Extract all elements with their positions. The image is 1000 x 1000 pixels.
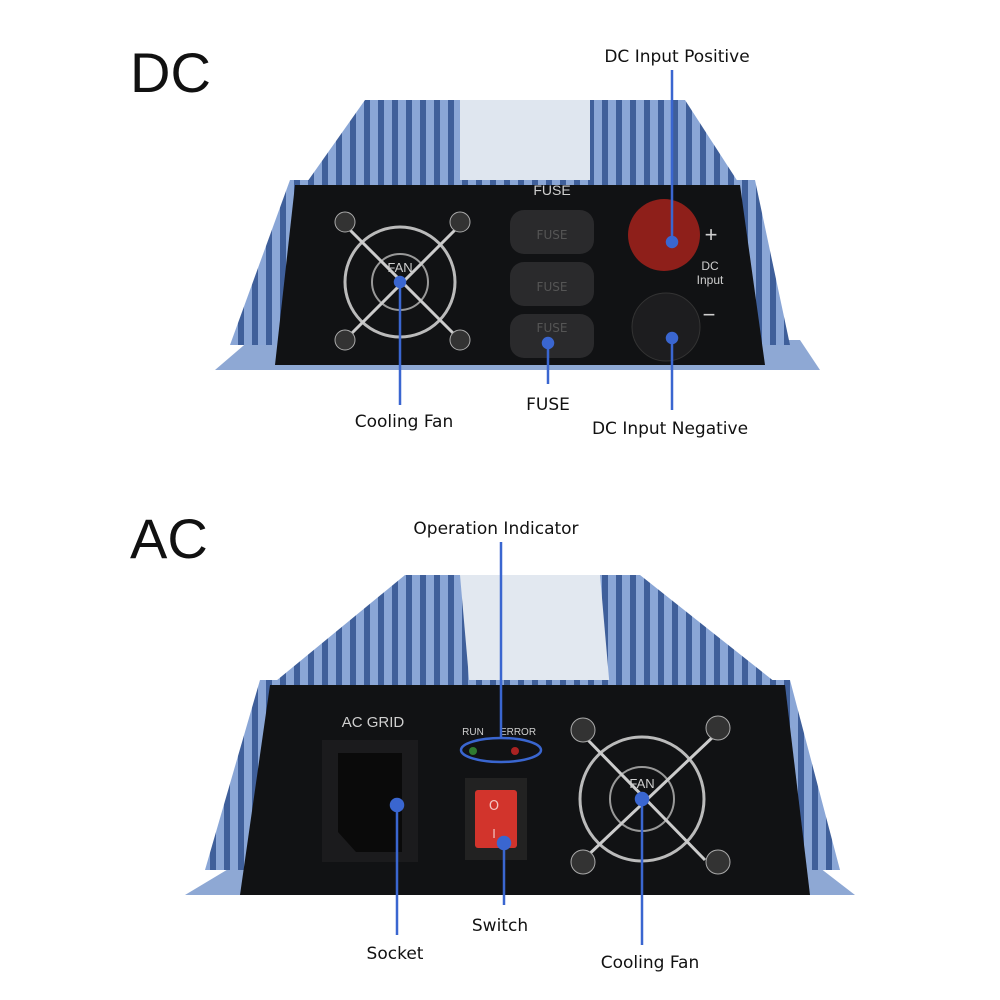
fuse-holders: FUSE FUSE FUSE: [510, 210, 594, 358]
fuse-slot-label: FUSE: [537, 228, 568, 242]
switch-off-mark: O: [489, 799, 499, 814]
callout-operation-indicator: Operation Indicator: [413, 519, 578, 539]
fuse-slot-label: FUSE: [537, 280, 568, 294]
fuse-slot-label: FUSE: [537, 321, 568, 335]
callout-ac-cooling-fan: Cooling Fan: [601, 953, 700, 973]
dc-heading: DC: [130, 41, 211, 104]
callout-socket: Socket: [367, 944, 424, 964]
callout-dc-input-positive: DC Input Positive: [604, 47, 749, 67]
ac-inverter-image: AC GRID RUN ERROR O I FAN: [185, 575, 855, 895]
fan-label: FAN: [387, 260, 412, 275]
dc-input-label: DC: [701, 259, 719, 273]
run-label: RUN: [462, 727, 484, 738]
dc-callouts: [393, 70, 679, 410]
error-led: [511, 747, 519, 755]
ac-heading: AC: [130, 507, 208, 570]
callout-dc-input-negative: DC Input Negative: [592, 419, 748, 439]
switch-on-mark: I: [492, 827, 496, 841]
fuse-header: FUSE: [533, 182, 570, 198]
plus-sign: +: [705, 222, 718, 247]
callout-dc-cooling-fan: Cooling Fan: [355, 412, 454, 432]
power-switch: [475, 790, 517, 848]
run-led: [469, 747, 477, 755]
dc-positive-terminal: [628, 199, 700, 271]
ac-callouts: [389, 542, 650, 945]
dc-negative-terminal: [631, 292, 701, 362]
minus-sign: −: [703, 302, 716, 327]
callout-switch: Switch: [472, 916, 528, 936]
ac-grid-label: AC GRID: [342, 714, 405, 731]
dc-input-label: Input: [697, 273, 724, 287]
error-label: ERROR: [500, 727, 536, 738]
fan-label: FAN: [629, 776, 654, 791]
dc-inverter-image: FAN FUSE FUSE FUSE FUSE + DC Input −: [215, 100, 820, 370]
callout-fuse: FUSE: [526, 395, 570, 415]
